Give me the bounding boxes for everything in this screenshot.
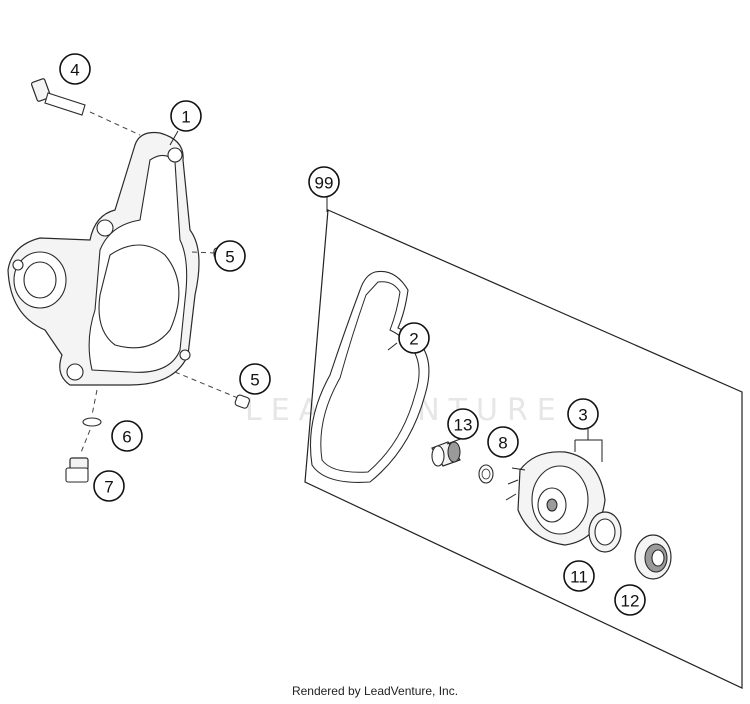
drain-plug <box>65 429 91 483</box>
dowel-pin-lower <box>174 371 250 409</box>
callout-4: 4 <box>59 53 91 85</box>
svg-text:12: 12 <box>621 592 640 611</box>
kit-outline-box <box>304 209 743 689</box>
housing-bolt <box>30 78 141 136</box>
pump-cover-gasket <box>309 270 430 483</box>
svg-text:7: 7 <box>104 478 113 497</box>
callout-12: 12 <box>614 584 646 616</box>
callout-5-lower: 5 <box>239 363 271 395</box>
callout-5-upper: 5 <box>214 240 246 272</box>
callout-6: 6 <box>111 420 143 452</box>
svg-text:5: 5 <box>225 248 234 267</box>
callout-11: 11 <box>563 560 595 592</box>
svg-text:8: 8 <box>498 434 507 453</box>
svg-text:11: 11 <box>570 568 588 587</box>
svg-text:99: 99 <box>315 174 334 193</box>
impeller <box>505 451 606 546</box>
bearing <box>634 534 672 580</box>
callout-3: 3 <box>567 398 599 430</box>
callout-99: 99 <box>308 166 340 198</box>
svg-text:4: 4 <box>70 61 79 80</box>
o-ring <box>478 464 494 484</box>
water-pump-housing <box>7 131 200 386</box>
callout-13: 13 <box>447 408 479 440</box>
sealing-washer <box>82 389 102 427</box>
callout-8: 8 <box>487 426 519 458</box>
svg-text:6: 6 <box>122 428 131 447</box>
svg-text:1: 1 <box>181 108 190 127</box>
callout-1: 1 <box>170 100 202 132</box>
impeller-bushing <box>431 441 461 467</box>
svg-text:5: 5 <box>250 371 259 390</box>
footer-credit: Rendered by LeadVenture, Inc. <box>291 684 459 698</box>
svg-text:3: 3 <box>578 406 587 425</box>
callout-7: 7 <box>93 470 125 502</box>
svg-text:2: 2 <box>409 330 418 349</box>
callout-2: 2 <box>398 322 430 354</box>
svg-text:13: 13 <box>454 416 473 435</box>
shaft-seal <box>588 511 622 553</box>
